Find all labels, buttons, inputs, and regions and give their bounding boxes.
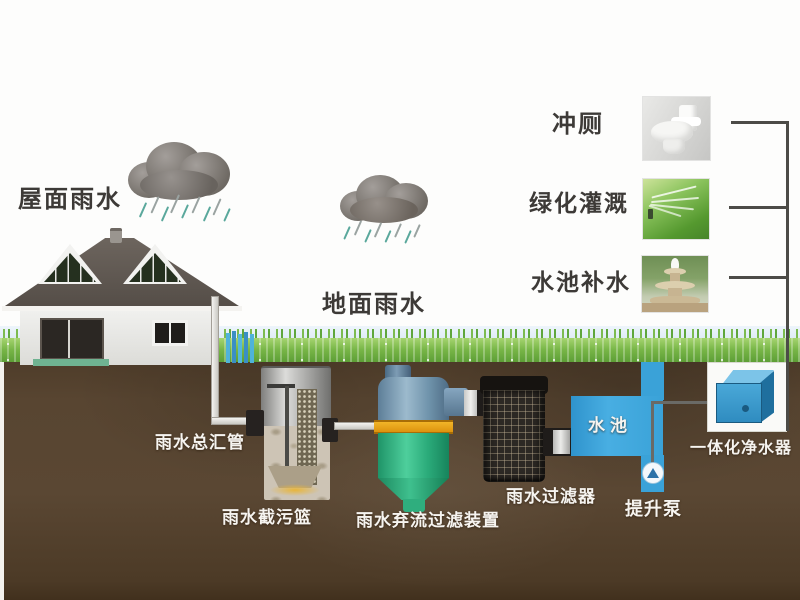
tank-riser	[641, 362, 664, 400]
blue-fence	[226, 331, 256, 363]
house-illustration	[0, 222, 250, 367]
sprinkler-icon	[643, 179, 709, 239]
roof-fascia	[2, 306, 242, 311]
interception-basket-device	[261, 366, 331, 426]
fountain-icon	[642, 256, 708, 312]
downspout-pipe	[211, 296, 219, 424]
label-main-pipe: 雨水总汇管	[155, 433, 245, 452]
house-roof	[2, 238, 242, 308]
purifier-device	[707, 362, 787, 432]
house-door	[40, 318, 104, 360]
line-to-pool	[729, 276, 789, 279]
water-tank-shape	[571, 396, 663, 456]
label-lift-pump: 提升泵	[625, 499, 682, 519]
pump-outlet-pipe	[651, 401, 716, 404]
house-window	[152, 320, 188, 346]
rain-streaks-icon	[343, 220, 428, 254]
label-diversion-filter: 雨水弃流过滤装置	[356, 511, 500, 530]
basket-glow	[270, 484, 320, 496]
chimney-vent	[110, 228, 122, 243]
pump-riser-pipe	[651, 402, 654, 466]
label-ground-rainwater: 地面雨水	[322, 291, 426, 318]
left-margin	[0, 362, 4, 600]
label-usage-toilet: 冲厕	[552, 111, 604, 138]
door-mat	[33, 359, 109, 366]
toilet-icon	[643, 97, 710, 160]
label-purifier: 一体化净水器	[690, 440, 793, 457]
label-interception-basket: 雨水截污篮	[222, 508, 312, 527]
supply-riser-line	[786, 121, 789, 431]
outlet-ring	[553, 430, 570, 454]
rain-cloud-icon	[128, 140, 234, 202]
mesh-basket	[297, 389, 317, 485]
inlet-connector	[246, 410, 264, 436]
line-to-toilet	[731, 121, 789, 124]
label-usage-pool-refill: 水池补水	[531, 269, 631, 295]
rain-cloud-icon	[340, 173, 432, 223]
line-to-irrigation	[729, 206, 789, 209]
basket-bottom	[268, 466, 322, 488]
label-usage-irrigation: 绿化灌溉	[529, 190, 629, 216]
lift-pump-icon	[642, 462, 664, 484]
diversion-filter-device	[374, 364, 453, 514]
label-water-tank: 水池	[588, 416, 632, 435]
label-roof-rainwater: 屋面雨水	[18, 186, 122, 213]
basket-handle	[267, 384, 295, 388]
elbow-ring	[464, 390, 479, 416]
rain-filter-rim	[480, 376, 548, 394]
rain-filter-device	[483, 390, 545, 482]
label-rain-filter: 雨水过滤器	[506, 487, 596, 506]
basket-rod	[285, 386, 289, 482]
